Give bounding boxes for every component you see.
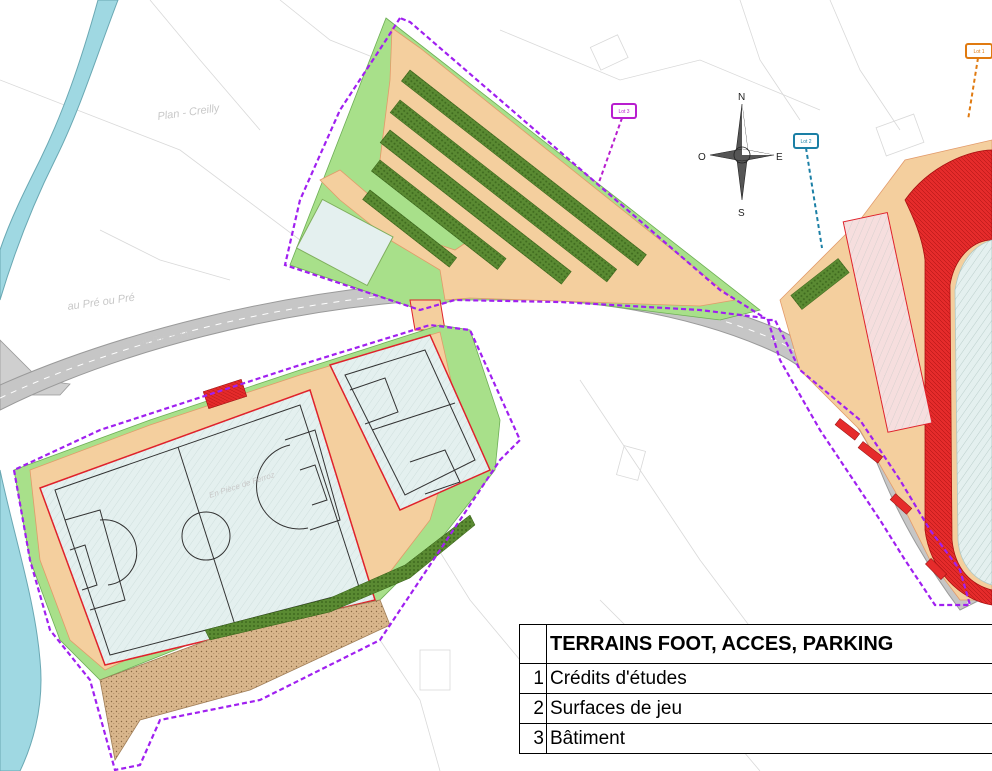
svg-text:Lot 2: Lot 2: [800, 139, 811, 145]
legend-row: 1 Crédits d'études: [519, 663, 992, 694]
svg-text:O: O: [698, 152, 706, 163]
legend-row-num: 2: [519, 693, 547, 724]
svg-text:S: S: [738, 208, 745, 219]
svg-text:Lot 1: Lot 1: [973, 49, 984, 55]
legend-row-label: Surfaces de jeu: [546, 693, 992, 724]
lot-3-marker: Lot 3: [597, 103, 637, 186]
legend-row: 2 Surfaces de jeu: [519, 693, 992, 724]
legend-row-label: Bâtiment: [546, 723, 992, 754]
legend-row-num: 1: [519, 663, 547, 694]
svg-text:N: N: [738, 92, 745, 103]
legend-row-label: Crédits d'études: [546, 663, 992, 694]
north-parking-area: [289, 17, 761, 331]
place-label-plan-creilly: Plan - Creilly: [157, 102, 222, 123]
legend-header-num: [519, 624, 547, 664]
legend-table: TERRAINS FOOT, ACCES, PARKING 1 Crédits …: [519, 624, 992, 771]
lot-2-marker: Lot 2: [793, 133, 823, 249]
site-perimeters: [12, 16, 972, 771]
legend-row-num: 3: [519, 723, 547, 754]
svg-text:Lot 3: Lot 3: [618, 109, 629, 115]
east-track-area: [779, 139, 992, 606]
legend-header-row: TERRAINS FOOT, ACCES, PARKING: [519, 624, 992, 664]
compass-rose-icon: N S E O: [698, 92, 783, 219]
legend-row: 3 Bâtiment: [519, 723, 992, 754]
lot-1-marker: Lot 1: [965, 43, 992, 121]
football-fields: [13, 324, 501, 762]
legend-title: TERRAINS FOOT, ACCES, PARKING: [546, 624, 992, 664]
lot-markers: Lot 3 Lot 2 Lot 1: [597, 43, 992, 249]
svg-text:E: E: [776, 152, 783, 163]
place-label-au-pre: au Pré ou Pré: [67, 292, 136, 313]
